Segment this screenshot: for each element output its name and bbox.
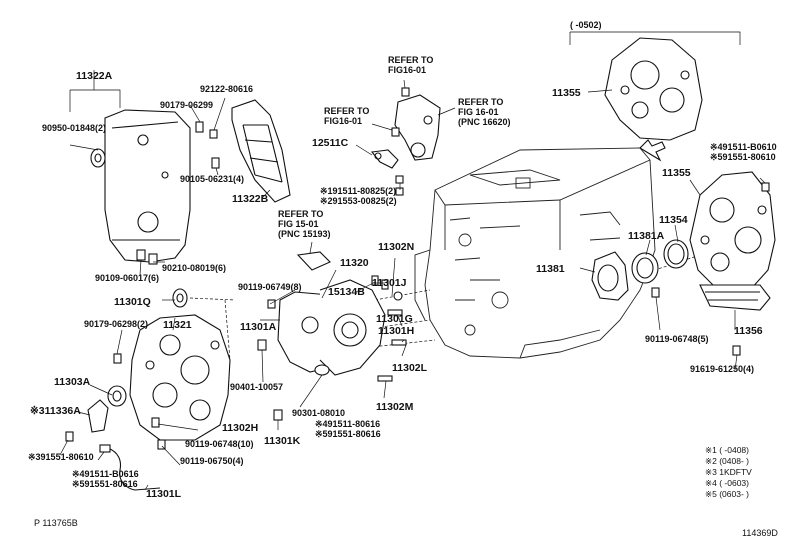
label-391551-80610: ※391551-80610 bbox=[28, 452, 94, 462]
end-plate-upper bbox=[569, 31, 741, 141]
oil-pump-assembly bbox=[257, 241, 407, 430]
label-90119-06750: 90119-06750(4) bbox=[180, 456, 244, 466]
label-90210-08019: 90210-08019(6) bbox=[162, 263, 226, 273]
oil-level-gauge-guide bbox=[355, 144, 404, 196]
label-491511-B0616: ※491511-B0616 bbox=[72, 469, 139, 479]
label-11381: 11381 bbox=[536, 263, 565, 275]
label-11302L: 11302L bbox=[392, 362, 428, 374]
timing-cover-plate bbox=[231, 99, 291, 203]
label-11301K: 11301K bbox=[264, 435, 301, 447]
label-11301L: 11301L bbox=[146, 488, 182, 500]
refer-c-line3: (PNC 16620) bbox=[458, 117, 511, 127]
label-11336A: ※311336A bbox=[30, 405, 81, 417]
label-591551-80610: ※591551-80610 bbox=[710, 152, 776, 162]
label-90119-06749: 90119-06749(8) bbox=[238, 282, 302, 292]
refer-1501-line3: (PNC 15193) bbox=[278, 229, 331, 239]
label-11302N: 11302N bbox=[378, 241, 414, 253]
label-191511-80825: ※191511-80825(2) bbox=[320, 186, 396, 196]
label-11356: 11356 bbox=[734, 325, 763, 337]
label-11355-lower: 11355 bbox=[662, 167, 691, 179]
label-11322A: 11322A bbox=[76, 70, 113, 82]
refer-b-line2: FIG16-01 bbox=[324, 116, 362, 126]
label-92122-80616: 92122-80616 bbox=[200, 84, 253, 94]
label-11354: 11354 bbox=[659, 214, 688, 226]
notes-legend: ※1 ( -0408) ※2 (0408- ) ※3 1KDFTV ※4 ( -… bbox=[705, 445, 752, 499]
footer-left-code: P 113765B bbox=[34, 518, 78, 528]
label-11302H: 11302H bbox=[222, 422, 258, 434]
label-11301A: 11301A bbox=[240, 321, 277, 333]
refer-a-line2: FIG16-01 bbox=[388, 65, 426, 75]
note-3: ※3 1KDFTV bbox=[705, 467, 752, 477]
note-5: ※5 (0603- ) bbox=[705, 489, 749, 499]
label-11322B: 11322B bbox=[232, 193, 269, 205]
label-11381A: 11381A bbox=[628, 230, 665, 242]
label-291553-00825: ※291553-00825(2) bbox=[320, 196, 397, 206]
footer-right-code: 114369D bbox=[742, 528, 778, 538]
note-2: ※2 (0408- ) bbox=[705, 456, 749, 466]
label-491511-80616: ※491511-80616 bbox=[315, 419, 380, 429]
bolts-upper-left bbox=[136, 97, 226, 276]
label-90119-06748-10: 90119-06748(10) bbox=[185, 439, 254, 449]
label-591551-80616-b: ※591551-80616 bbox=[315, 429, 381, 439]
label-bracket-range: ( -0502) bbox=[570, 20, 602, 30]
refer-b-line1: REFER TO bbox=[324, 106, 369, 116]
label-15134B: 15134B bbox=[328, 286, 365, 298]
label-90179-06299: 90179-06299 bbox=[160, 100, 213, 110]
label-11301H: 11301H bbox=[378, 325, 414, 337]
refer-c-line2: FIG 16-01 bbox=[458, 107, 499, 117]
note-4: ※4 ( -0603) bbox=[705, 478, 749, 488]
refer-1501-line1: REFER TO bbox=[278, 209, 323, 219]
label-11302M: 11302M bbox=[376, 401, 414, 413]
engine-mount-bracket bbox=[371, 79, 456, 161]
label-90179-06298: 90179-06298(2) bbox=[84, 319, 148, 329]
end-plate-lower bbox=[579, 171, 776, 371]
note-1: ※1 ( -0408) bbox=[705, 445, 749, 455]
label-90301-08010: 90301-08010 bbox=[292, 408, 345, 418]
label-591551-80616-a: ※591551-80616 bbox=[72, 479, 138, 489]
label-90401-10057: 90401-10057 bbox=[230, 382, 283, 392]
refer-1501-line2: FIG 15-01 bbox=[278, 219, 319, 229]
label-11301G: 11301G bbox=[376, 313, 413, 325]
timing-gear-case bbox=[59, 288, 236, 491]
footer: P 113765B 114369D bbox=[34, 518, 778, 538]
timing-cover-upper bbox=[69, 70, 191, 263]
label-12511C: 12511C bbox=[312, 137, 349, 149]
label-90119-06748-5: 90119-06748(5) bbox=[645, 334, 709, 344]
label-11355-upper: 11355 bbox=[552, 87, 581, 99]
label-11303A: 11303A bbox=[54, 376, 91, 388]
callout-labels: 11322A 90950-01848(2) 90179-06299 92122-… bbox=[28, 20, 777, 500]
label-491511-B0610: ※491511-B0610 bbox=[710, 142, 777, 152]
label-11321: 11321 bbox=[163, 319, 192, 331]
refer-a-line1: REFER TO bbox=[388, 55, 433, 65]
direction-arrow bbox=[639, 139, 666, 162]
refer-c-line1: REFER TO bbox=[458, 97, 503, 107]
label-90105-06231: 90105-06231(4) bbox=[180, 174, 244, 184]
label-90950-01848: 90950-01848(2) bbox=[42, 123, 106, 133]
label-90109-06017: 90109-06017(6) bbox=[95, 273, 159, 283]
label-11320: 11320 bbox=[340, 257, 369, 269]
label-11301Q: 11301Q bbox=[114, 296, 151, 308]
label-91619-61250: 91619-61250(4) bbox=[690, 364, 754, 374]
label-11301J: 11301J bbox=[372, 277, 407, 289]
